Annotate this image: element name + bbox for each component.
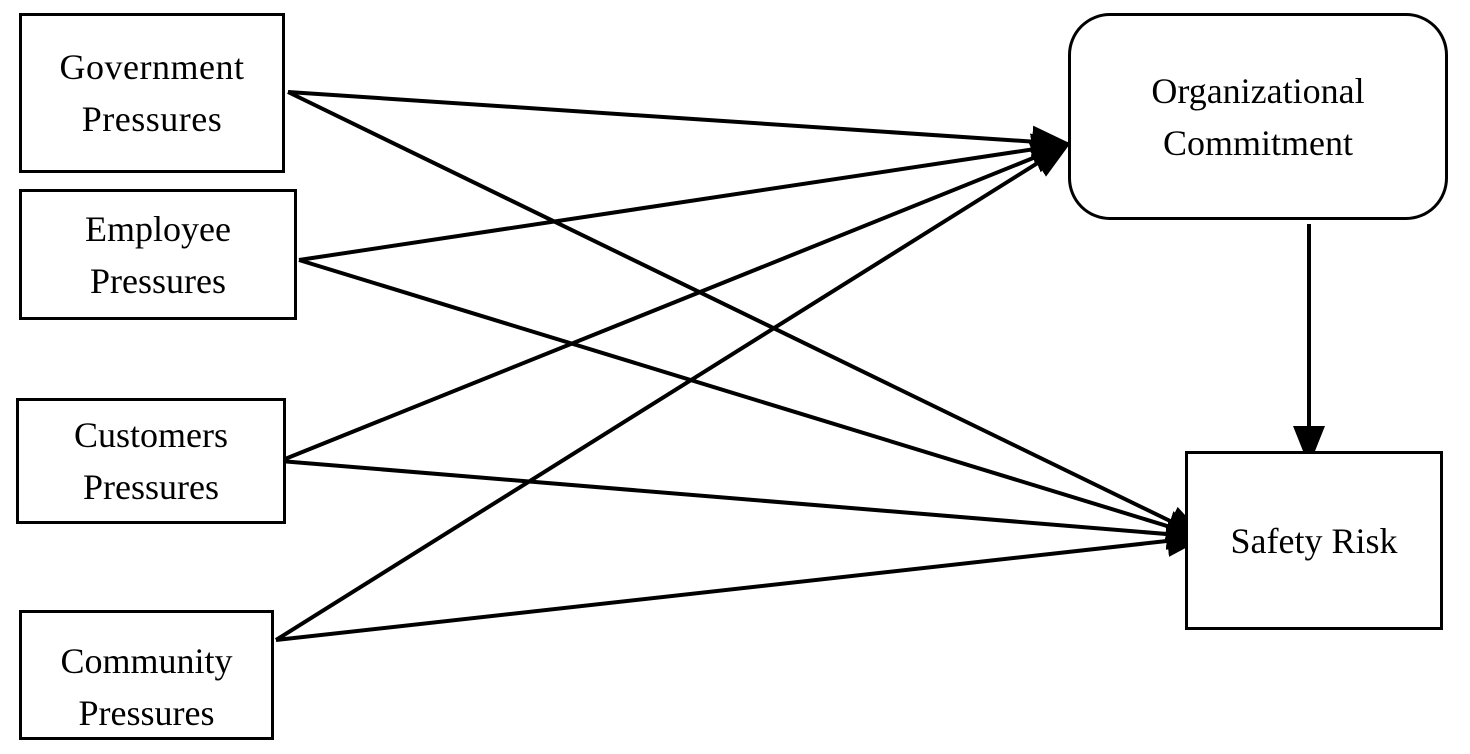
node-employee-pressures: Employee Pressures <box>19 189 297 320</box>
node-customers-pressures: Customers Pressures <box>16 398 286 524</box>
arrow-customers-to-safety <box>279 459 1207 550</box>
arrow-employee-to-orgcommit <box>298 133 1072 262</box>
node-safety-risk: Safety Risk <box>1185 451 1443 630</box>
arrow-community-to-orgcommit <box>274 141 1072 642</box>
node-label: Government Pressures <box>59 47 245 139</box>
node-government-pressures: Government Pressures <box>19 13 285 173</box>
node-organizational-commitment: Organizational Commitment <box>1068 13 1448 220</box>
node-label: Community Pressures <box>60 641 233 733</box>
arrow-employee-to-safety <box>298 258 1207 542</box>
arrow-community-to-safety <box>275 525 1207 642</box>
node-community-pressures: Community Pressures <box>19 610 274 740</box>
node-label: Organizational Commitment <box>1151 70 1365 163</box>
node-label: Employee Pressures <box>85 208 231 301</box>
arrow-customers-to-orgcommit <box>279 142 1072 463</box>
node-label: Safety Risk <box>1230 520 1398 561</box>
arrow-government-to-orgcommit <box>287 90 1072 158</box>
node-label: Customers Pressures <box>73 415 228 507</box>
arrow-government-to-safety <box>287 90 1207 539</box>
